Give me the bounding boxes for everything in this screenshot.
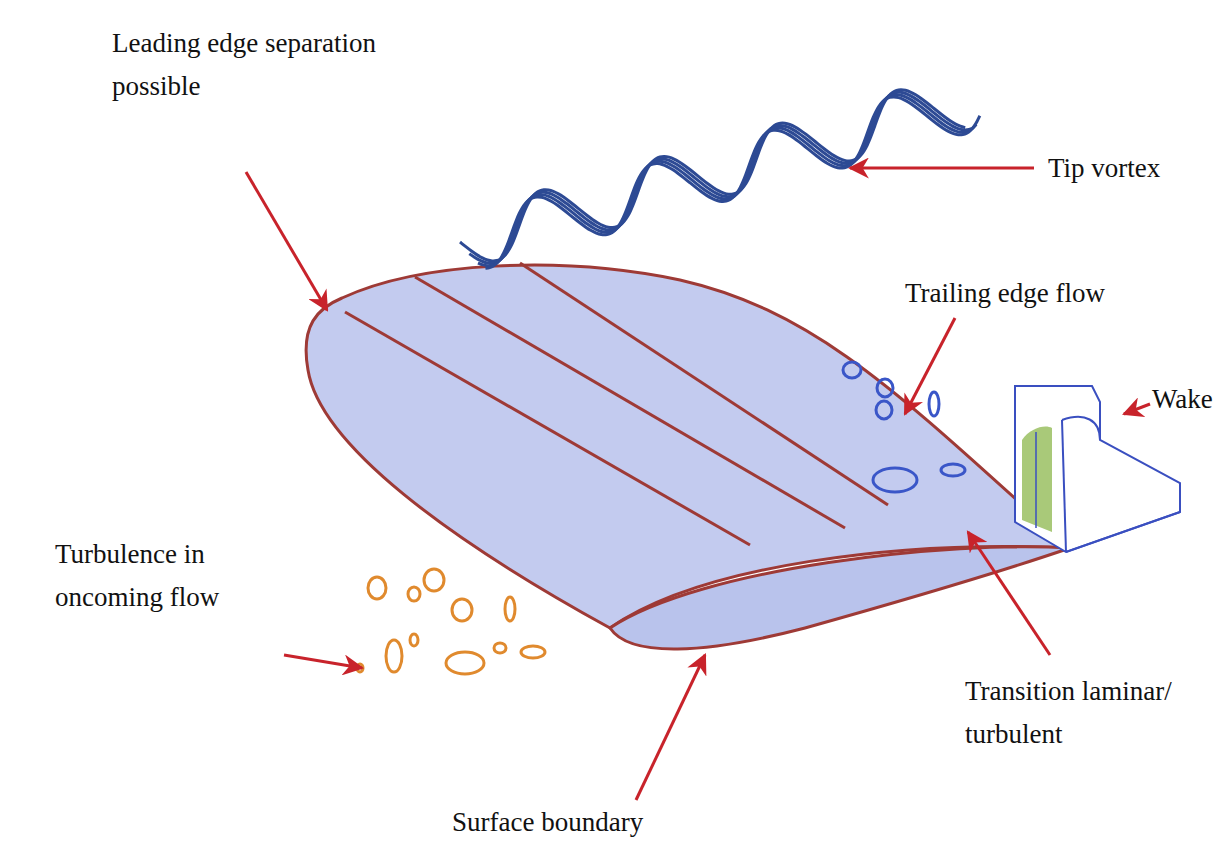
callout-label: Surface boundary [452, 801, 752, 844]
callout-label: Wake [1152, 378, 1220, 421]
tip-vortex [460, 90, 980, 269]
vortex-strand [460, 90, 965, 261]
vortex-strand [485, 97, 979, 268]
vortex-strand [469, 92, 971, 263]
trailing-edge-eddies [843, 362, 965, 492]
callout-label: Transition laminar/ turbulent [965, 670, 1205, 756]
callout-label: Tip vortex [1048, 147, 1218, 190]
oncoming-turbulence [357, 569, 545, 674]
airfoil-section [610, 547, 1070, 649]
callout-label: Trailing edge flow [905, 272, 1205, 315]
vortex-strand [478, 95, 976, 266]
callout-label: Leading edge separation possible [112, 22, 412, 108]
surface-lines [345, 263, 888, 545]
callout-label: Turbulence in oncoming flow [55, 533, 287, 619]
